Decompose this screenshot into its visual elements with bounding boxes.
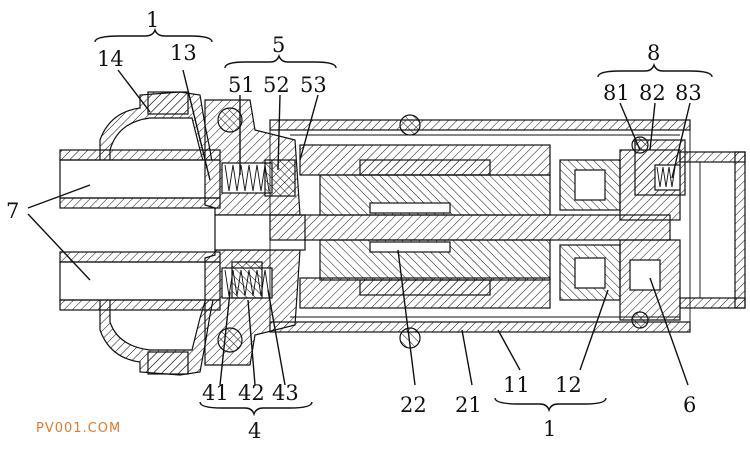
label-82: 82 xyxy=(639,81,666,105)
label-51: 51 xyxy=(228,73,255,97)
label-52: 52 xyxy=(263,73,290,97)
watermark: PV001.COM xyxy=(36,421,121,436)
label-83: 83 xyxy=(675,81,702,105)
part-labels: 1 14 13 5 51 52 53 8 81 82 83 7 41 42 43… xyxy=(6,8,702,443)
label-1-top: 1 xyxy=(146,8,159,32)
bearing-assembly xyxy=(559,149,681,321)
end-cap-housing xyxy=(99,91,216,376)
label-53: 53 xyxy=(300,73,327,97)
label-8: 8 xyxy=(647,41,660,65)
label-11: 11 xyxy=(503,373,530,397)
label-41: 41 xyxy=(202,381,229,405)
label-6: 6 xyxy=(683,393,696,417)
shaft xyxy=(269,214,671,241)
label-14: 14 xyxy=(97,47,124,71)
label-21: 21 xyxy=(455,393,482,417)
label-4: 4 xyxy=(248,419,261,443)
label-42: 42 xyxy=(238,381,265,405)
spring-upper xyxy=(221,159,296,197)
label-5: 5 xyxy=(272,33,285,57)
label-13: 13 xyxy=(170,41,197,65)
label-81: 81 xyxy=(603,81,630,105)
label-7: 7 xyxy=(6,199,19,223)
label-12: 12 xyxy=(555,373,582,397)
right-end-cap xyxy=(634,139,746,309)
leader-lines xyxy=(27,27,713,417)
label-43: 43 xyxy=(272,381,299,405)
label-22: 22 xyxy=(400,393,427,417)
spring-lower xyxy=(221,261,273,299)
label-1-bottom: 1 xyxy=(543,417,556,441)
rotor-stator xyxy=(299,144,551,309)
inlet-tubes xyxy=(59,149,221,311)
